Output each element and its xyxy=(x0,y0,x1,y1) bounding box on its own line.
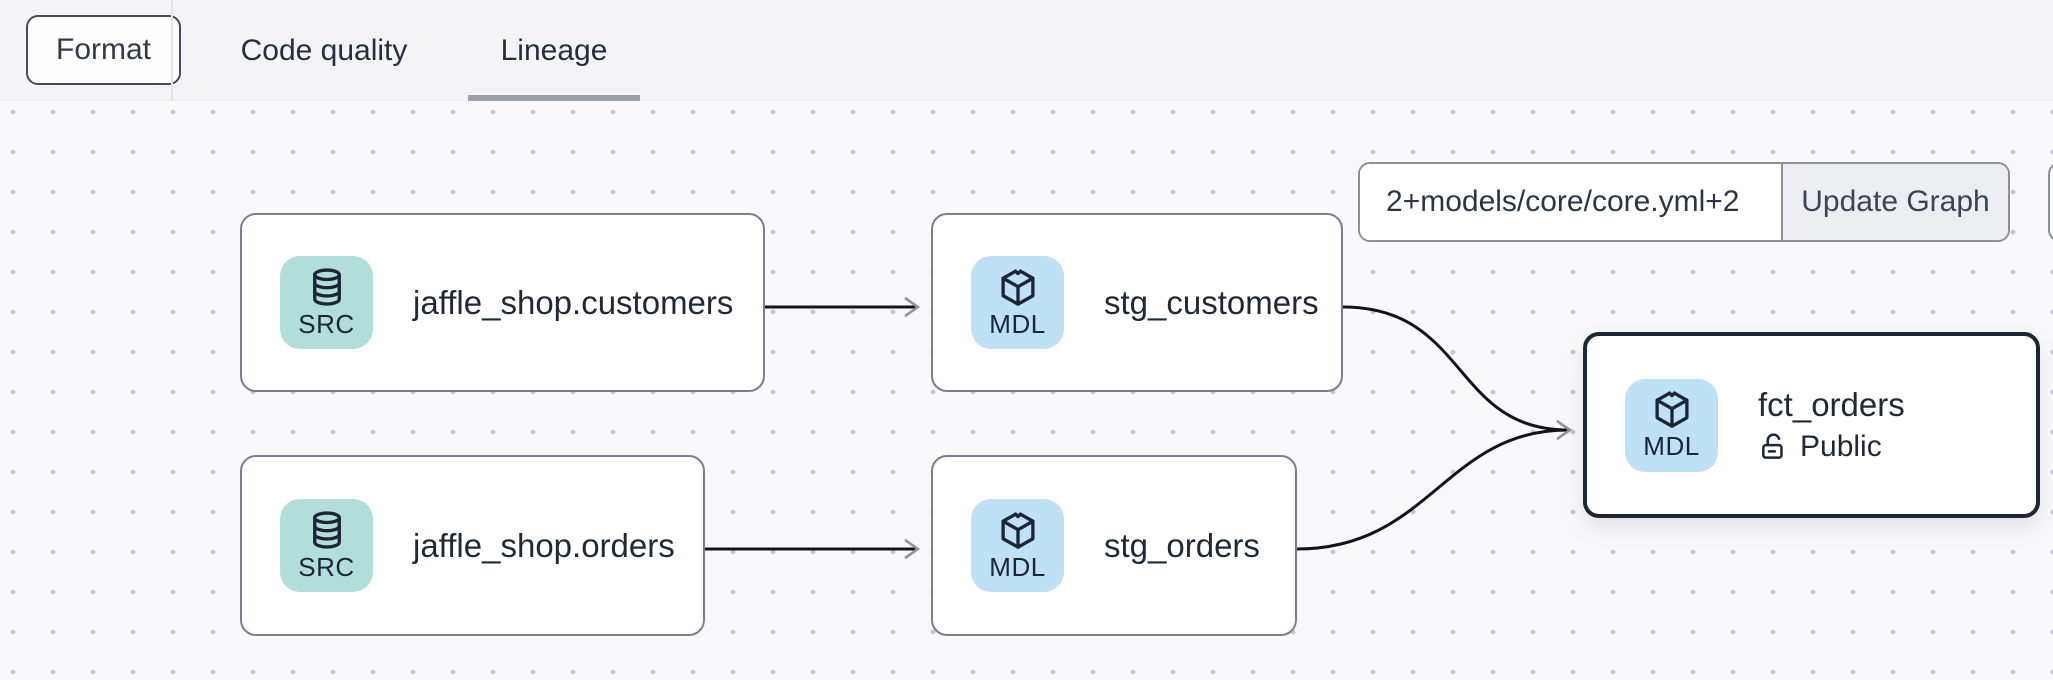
model-badge: MDL xyxy=(971,499,1064,592)
tab-code-quality[interactable]: Code quality xyxy=(240,33,408,67)
source-badge: SRC xyxy=(280,256,373,349)
badge-type-label: SRC xyxy=(298,551,355,582)
update-graph-button[interactable]: Update Graph xyxy=(1781,164,2008,240)
arrowhead-icon xyxy=(1556,419,1573,441)
database-icon xyxy=(312,267,341,306)
lock-open-icon xyxy=(1762,433,1783,459)
node-label: fct_orders xyxy=(1758,386,1905,423)
toolbar-divider xyxy=(171,0,173,101)
format-button[interactable]: Format xyxy=(26,15,182,85)
node-fct-orders[interactable]: MDL fct_orders Public xyxy=(1583,332,2040,518)
selector-control-group: Update Graph xyxy=(1358,162,2010,242)
badge-type-label: MDL xyxy=(1643,431,1700,461)
node-label: stg_customers xyxy=(1104,283,1319,321)
access-label: Public xyxy=(1800,430,1882,463)
node-stg-customers[interactable]: MDL stg_customers xyxy=(931,213,1343,392)
cube-icon xyxy=(1000,512,1035,549)
edge-stgorders-to-fct xyxy=(1296,428,1569,551)
edge-clipped-button[interactable] xyxy=(2048,162,2053,242)
arrowhead-icon xyxy=(904,296,921,318)
badge-type-label: SRC xyxy=(298,308,355,339)
tab-bar: Code quality Lineage xyxy=(219,0,640,101)
edge-stgcustomers-to-fct xyxy=(1342,305,1569,432)
top-toolbar: Format Code quality Lineage xyxy=(0,0,2053,101)
node-label: stg_orders xyxy=(1104,526,1260,564)
node-label: jaffle_shop.orders xyxy=(413,526,675,564)
badge-type-label: MDL xyxy=(989,308,1046,339)
node-text-column: fct_orders Public xyxy=(1758,386,1905,464)
model-badge: MDL xyxy=(1625,378,1718,472)
node-jaffle-shop-orders[interactable]: SRC jaffle_shop.orders xyxy=(240,455,705,636)
node-jaffle-shop-customers[interactable]: SRC jaffle_shop.customers xyxy=(240,213,765,392)
cube-icon xyxy=(1000,269,1035,306)
node-stg-orders[interactable]: MDL stg_orders xyxy=(931,455,1297,636)
arrowhead-icon xyxy=(904,538,921,560)
lineage-canvas[interactable]: SRC jaffle_shop.customers MDL stg_custom… xyxy=(0,101,2053,680)
selector-input[interactable] xyxy=(1360,164,1781,240)
tab-lineage[interactable]: Lineage xyxy=(468,0,640,101)
access-row: Public xyxy=(1758,430,1905,464)
badge-type-label: MDL xyxy=(989,551,1046,582)
source-badge: SRC xyxy=(280,499,373,592)
database-icon xyxy=(312,510,341,549)
cube-icon xyxy=(1654,391,1689,428)
node-label: jaffle_shop.customers xyxy=(413,283,734,321)
model-badge: MDL xyxy=(971,256,1064,349)
